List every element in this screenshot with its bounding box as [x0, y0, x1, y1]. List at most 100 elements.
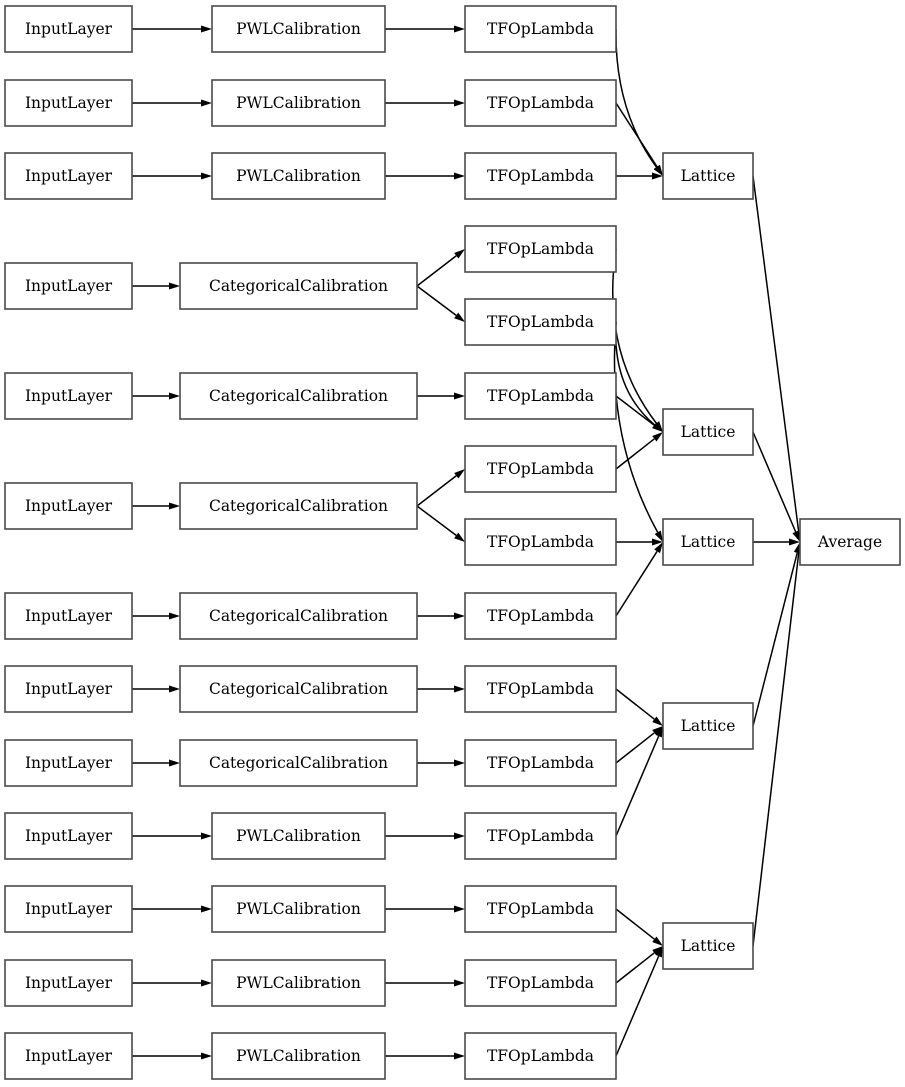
- graph-edge: [385, 99, 465, 107]
- graph-node-pwl[interactable]: PWLCalibration: [211, 79, 386, 127]
- graph-node-pwl[interactable]: PWLCalibration: [211, 152, 386, 200]
- graph-node-input[interactable]: InputLayer: [4, 812, 133, 860]
- graph-node-pwl[interactable]: PWLCalibration: [211, 959, 386, 1007]
- node-rect[interactable]: [464, 885, 617, 933]
- node-rect[interactable]: [464, 445, 617, 493]
- graph-node-lambda[interactable]: TFOpLambda: [464, 959, 617, 1007]
- edge-arrowhead: [201, 832, 212, 840]
- graph-node-input[interactable]: InputLayer: [4, 959, 133, 1007]
- node-rect[interactable]: [662, 408, 754, 456]
- node-rect[interactable]: [662, 518, 754, 566]
- graph-node-lambda[interactable]: TFOpLambda: [464, 665, 617, 713]
- graph-node-lambda[interactable]: TFOpLambda: [464, 1032, 617, 1080]
- node-rect[interactable]: [464, 225, 617, 273]
- graph-node-pwl[interactable]: PWLCalibration: [211, 812, 386, 860]
- graph-node-cat[interactable]: CategoricalCalibration: [179, 262, 418, 310]
- graph-node-input[interactable]: InputLayer: [4, 739, 133, 787]
- graph-node-lambda[interactable]: TFOpLambda: [464, 812, 617, 860]
- node-rect[interactable]: [211, 812, 386, 860]
- graph-node-lambda[interactable]: TFOpLambda: [464, 225, 617, 273]
- node-rect[interactable]: [4, 959, 133, 1007]
- graph-node-input[interactable]: InputLayer: [4, 79, 133, 127]
- node-rect[interactable]: [211, 885, 386, 933]
- node-rect[interactable]: [464, 665, 617, 713]
- node-rect[interactable]: [662, 702, 754, 750]
- node-rect[interactable]: [464, 298, 617, 346]
- graph-node-input[interactable]: InputLayer: [4, 1032, 133, 1080]
- graph-node-lattice[interactable]: Lattice: [662, 408, 754, 456]
- graph-node-lambda[interactable]: TFOpLambda: [464, 5, 617, 53]
- graph-node-lambda[interactable]: TFOpLambda: [464, 885, 617, 933]
- graph-node-lattice[interactable]: Lattice: [662, 702, 754, 750]
- node-rect[interactable]: [4, 885, 133, 933]
- graph-node-lambda[interactable]: TFOpLambda: [464, 445, 617, 493]
- graph-node-input[interactable]: InputLayer: [4, 5, 133, 53]
- graph-node-lattice[interactable]: Lattice: [662, 518, 754, 566]
- graph-node-input[interactable]: InputLayer: [4, 262, 133, 310]
- graph-node-lambda[interactable]: TFOpLambda: [464, 79, 617, 127]
- node-rect[interactable]: [464, 5, 617, 53]
- graph-node-cat[interactable]: CategoricalCalibration: [179, 739, 418, 787]
- node-rect[interactable]: [4, 152, 133, 200]
- graph-node-input[interactable]: InputLayer: [4, 152, 133, 200]
- graph-node-input[interactable]: InputLayer: [4, 592, 133, 640]
- graph-node-lambda[interactable]: TFOpLambda: [464, 518, 617, 566]
- node-rect[interactable]: [464, 518, 617, 566]
- graph-node-pwl[interactable]: PWLCalibration: [211, 885, 386, 933]
- graph-node-input[interactable]: InputLayer: [4, 665, 133, 713]
- node-rect[interactable]: [464, 959, 617, 1007]
- node-rect[interactable]: [464, 372, 617, 420]
- graph-node-lattice[interactable]: Lattice: [662, 152, 754, 200]
- node-rect[interactable]: [4, 665, 133, 713]
- node-rect[interactable]: [4, 812, 133, 860]
- node-rect[interactable]: [4, 592, 133, 640]
- node-rect[interactable]: [179, 372, 418, 420]
- graph-node-cat[interactable]: CategoricalCalibration: [179, 372, 418, 420]
- graph-node-lambda[interactable]: TFOpLambda: [464, 298, 617, 346]
- node-rect[interactable]: [464, 812, 617, 860]
- node-rect[interactable]: [4, 262, 133, 310]
- graph-node-lambda[interactable]: TFOpLambda: [464, 592, 617, 640]
- node-label: CategoricalCalibration: [209, 387, 388, 405]
- graph-node-pwl[interactable]: PWLCalibration: [211, 1032, 386, 1080]
- node-rect[interactable]: [211, 5, 386, 53]
- graph-node-input[interactable]: InputLayer: [4, 482, 133, 530]
- node-rect[interactable]: [464, 739, 617, 787]
- graph-node-lambda[interactable]: TFOpLambda: [464, 372, 617, 420]
- node-rect[interactable]: [211, 79, 386, 127]
- node-rect[interactable]: [4, 79, 133, 127]
- node-rect[interactable]: [662, 922, 754, 970]
- node-rect[interactable]: [464, 79, 617, 127]
- node-rect[interactable]: [179, 262, 418, 310]
- node-rect[interactable]: [4, 372, 133, 420]
- graph-node-lambda[interactable]: TFOpLambda: [464, 739, 617, 787]
- node-rect[interactable]: [4, 1032, 133, 1080]
- node-rect[interactable]: [662, 152, 754, 200]
- node-rect[interactable]: [179, 739, 418, 787]
- graph-node-cat[interactable]: CategoricalCalibration: [179, 592, 418, 640]
- node-rect[interactable]: [211, 1032, 386, 1080]
- node-rect[interactable]: [799, 518, 901, 566]
- node-rect[interactable]: [464, 152, 617, 200]
- node-rect[interactable]: [4, 5, 133, 53]
- graph-node-average[interactable]: Average: [799, 518, 901, 566]
- node-rect[interactable]: [464, 592, 617, 640]
- node-rect[interactable]: [4, 739, 133, 787]
- graph-node-pwl[interactable]: PWLCalibration: [211, 5, 386, 53]
- node-rect[interactable]: [211, 959, 386, 1007]
- node-rect[interactable]: [179, 665, 418, 713]
- graph-node-cat[interactable]: CategoricalCalibration: [179, 665, 418, 713]
- graph-node-input[interactable]: InputLayer: [4, 372, 133, 420]
- node-rect[interactable]: [211, 152, 386, 200]
- node-rect[interactable]: [4, 482, 133, 530]
- node-rect[interactable]: [179, 592, 418, 640]
- graph-node-input[interactable]: InputLayer: [4, 885, 133, 933]
- edge-line: [615, 395, 655, 426]
- graph-node-cat[interactable]: CategoricalCalibration: [179, 482, 418, 530]
- node-rect[interactable]: [464, 1032, 617, 1080]
- edge-line: [613, 321, 659, 533]
- graph-node-lattice[interactable]: Lattice: [662, 922, 754, 970]
- graph-node-lambda[interactable]: TFOpLambda: [464, 152, 617, 200]
- node-rect[interactable]: [179, 482, 418, 530]
